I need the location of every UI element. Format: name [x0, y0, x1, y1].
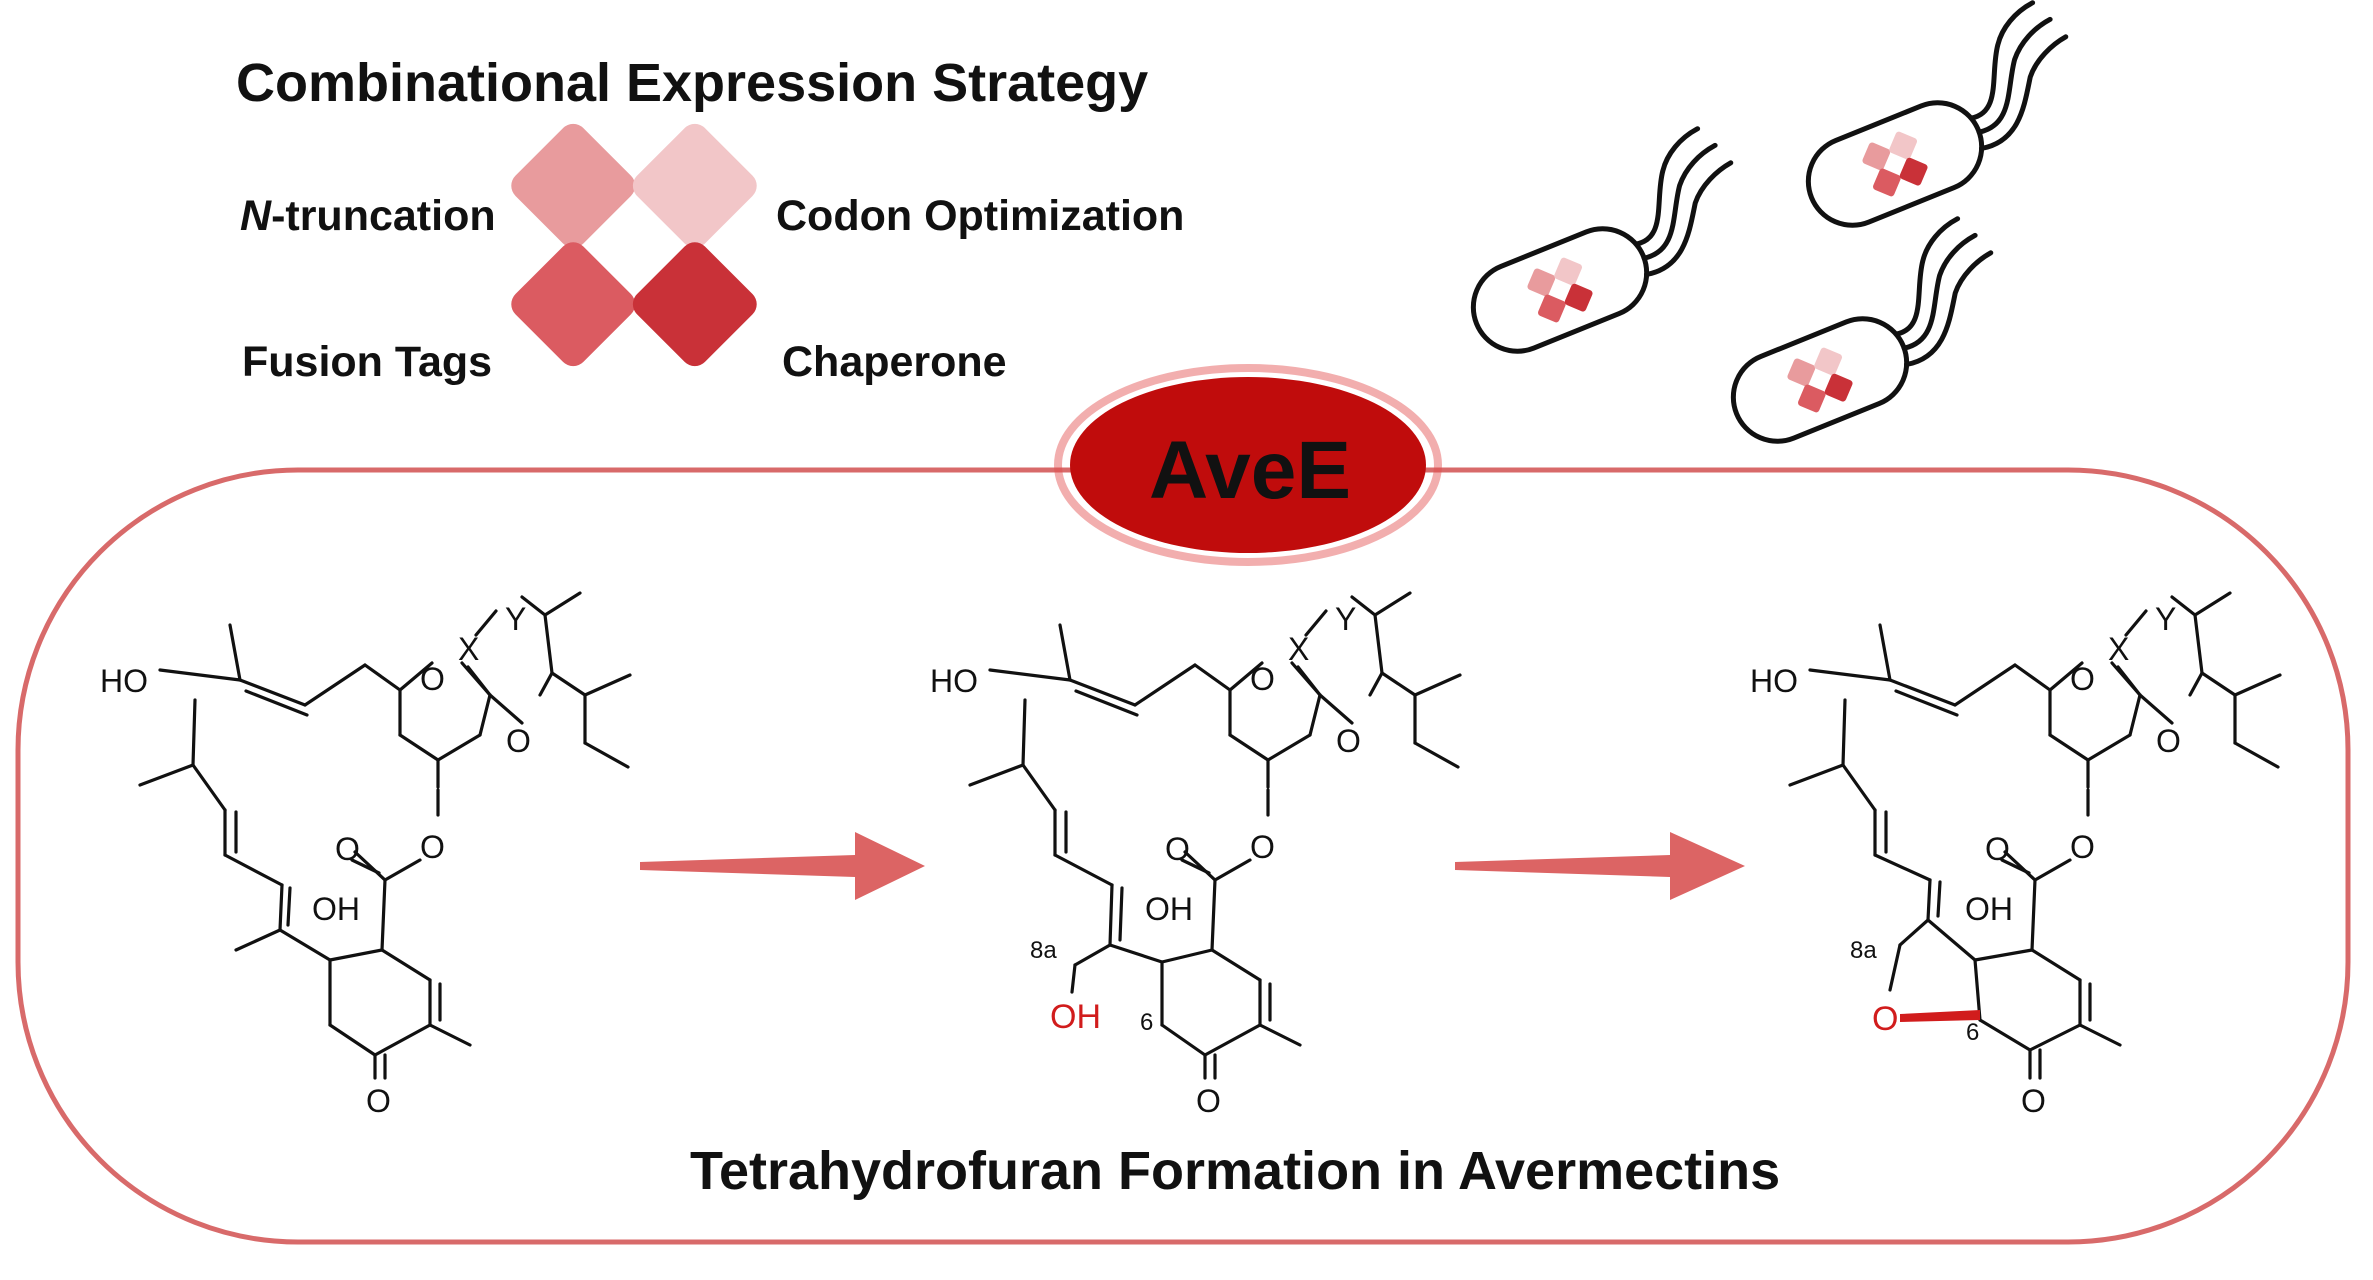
enzyme-ellipse — [1070, 377, 1426, 553]
atom-oh: OH — [1965, 891, 2013, 927]
label-8a: 8a — [1850, 937, 1877, 964]
atom-o: O — [2021, 1083, 2046, 1119]
molecule-intermediate: HO O X Y O O O OH OH 8a 6 O — [930, 591, 1462, 1119]
atom-o: O — [420, 829, 445, 865]
strategy-title: Combinational Expression Strategy — [236, 53, 1149, 113]
bacterium-3 — [1700, 212, 2028, 455]
strategy-chaperone: Chaperone — [782, 338, 1007, 386]
label-6: 6 — [1966, 1019, 1979, 1046]
atom-x: X — [2108, 631, 2129, 667]
wedge-bond-red — [1900, 1010, 1980, 1022]
atom-o: O — [1985, 831, 2010, 867]
atom-y: Y — [1335, 601, 1356, 637]
reaction-arrow-1 — [640, 832, 925, 900]
label-6: 6 — [1140, 1009, 1153, 1036]
atom-o: O — [335, 831, 360, 867]
strategy-tiles — [505, 117, 763, 373]
atom-x: X — [458, 631, 479, 667]
atom-y: Y — [2155, 601, 2176, 637]
atom-ho: HO — [100, 663, 148, 699]
atom-ho: HO — [1750, 663, 1798, 699]
molecule-product: HO O X Y O O O OH O 8a 6 O — [1750, 591, 2282, 1119]
atom-o: O — [1250, 829, 1275, 865]
atom-o-red: O — [1872, 1000, 1898, 1038]
enzyme-label: AveE — [1148, 425, 1352, 516]
atom-o: O — [420, 661, 445, 697]
atom-oh: OH — [312, 891, 360, 927]
strategy-codon-optimization: Codon Optimization — [776, 192, 1185, 240]
atom-x: X — [1288, 631, 1309, 667]
strategy-fusion-tags: Fusion Tags — [242, 338, 493, 386]
bacterium-1 — [1440, 122, 1768, 365]
atom-o: O — [1336, 723, 1361, 759]
atom-y: Y — [505, 601, 526, 637]
atom-o: O — [2070, 661, 2095, 697]
atom-o: O — [1196, 1083, 1221, 1119]
molecule-substrate: HO O X Y O O O OH O — [100, 591, 632, 1119]
atom-oh-red: OH — [1050, 998, 1101, 1036]
atom-o: O — [506, 723, 531, 759]
label-8a: 8a — [1030, 937, 1057, 964]
reaction-arrow-2 — [1455, 832, 1745, 900]
reaction-title: Tetrahydrofuran Formation in Avermectins — [690, 1141, 1781, 1201]
strategy-n-truncation: N-truncation — [240, 192, 496, 241]
atom-o: O — [1165, 831, 1190, 867]
atom-o: O — [366, 1083, 391, 1119]
atom-ho: HO — [930, 663, 978, 699]
atom-oh: OH — [1145, 891, 1193, 927]
atom-o: O — [2070, 829, 2095, 865]
enzyme-ellipse-glow — [1054, 364, 1442, 566]
atom-o: O — [2156, 723, 2181, 759]
atom-o: O — [1250, 661, 1275, 697]
strategy-n-prefix: N — [240, 192, 272, 240]
strategy-n-suffix: -truncation — [271, 192, 496, 240]
bacterium-2 — [1775, 0, 2103, 239]
